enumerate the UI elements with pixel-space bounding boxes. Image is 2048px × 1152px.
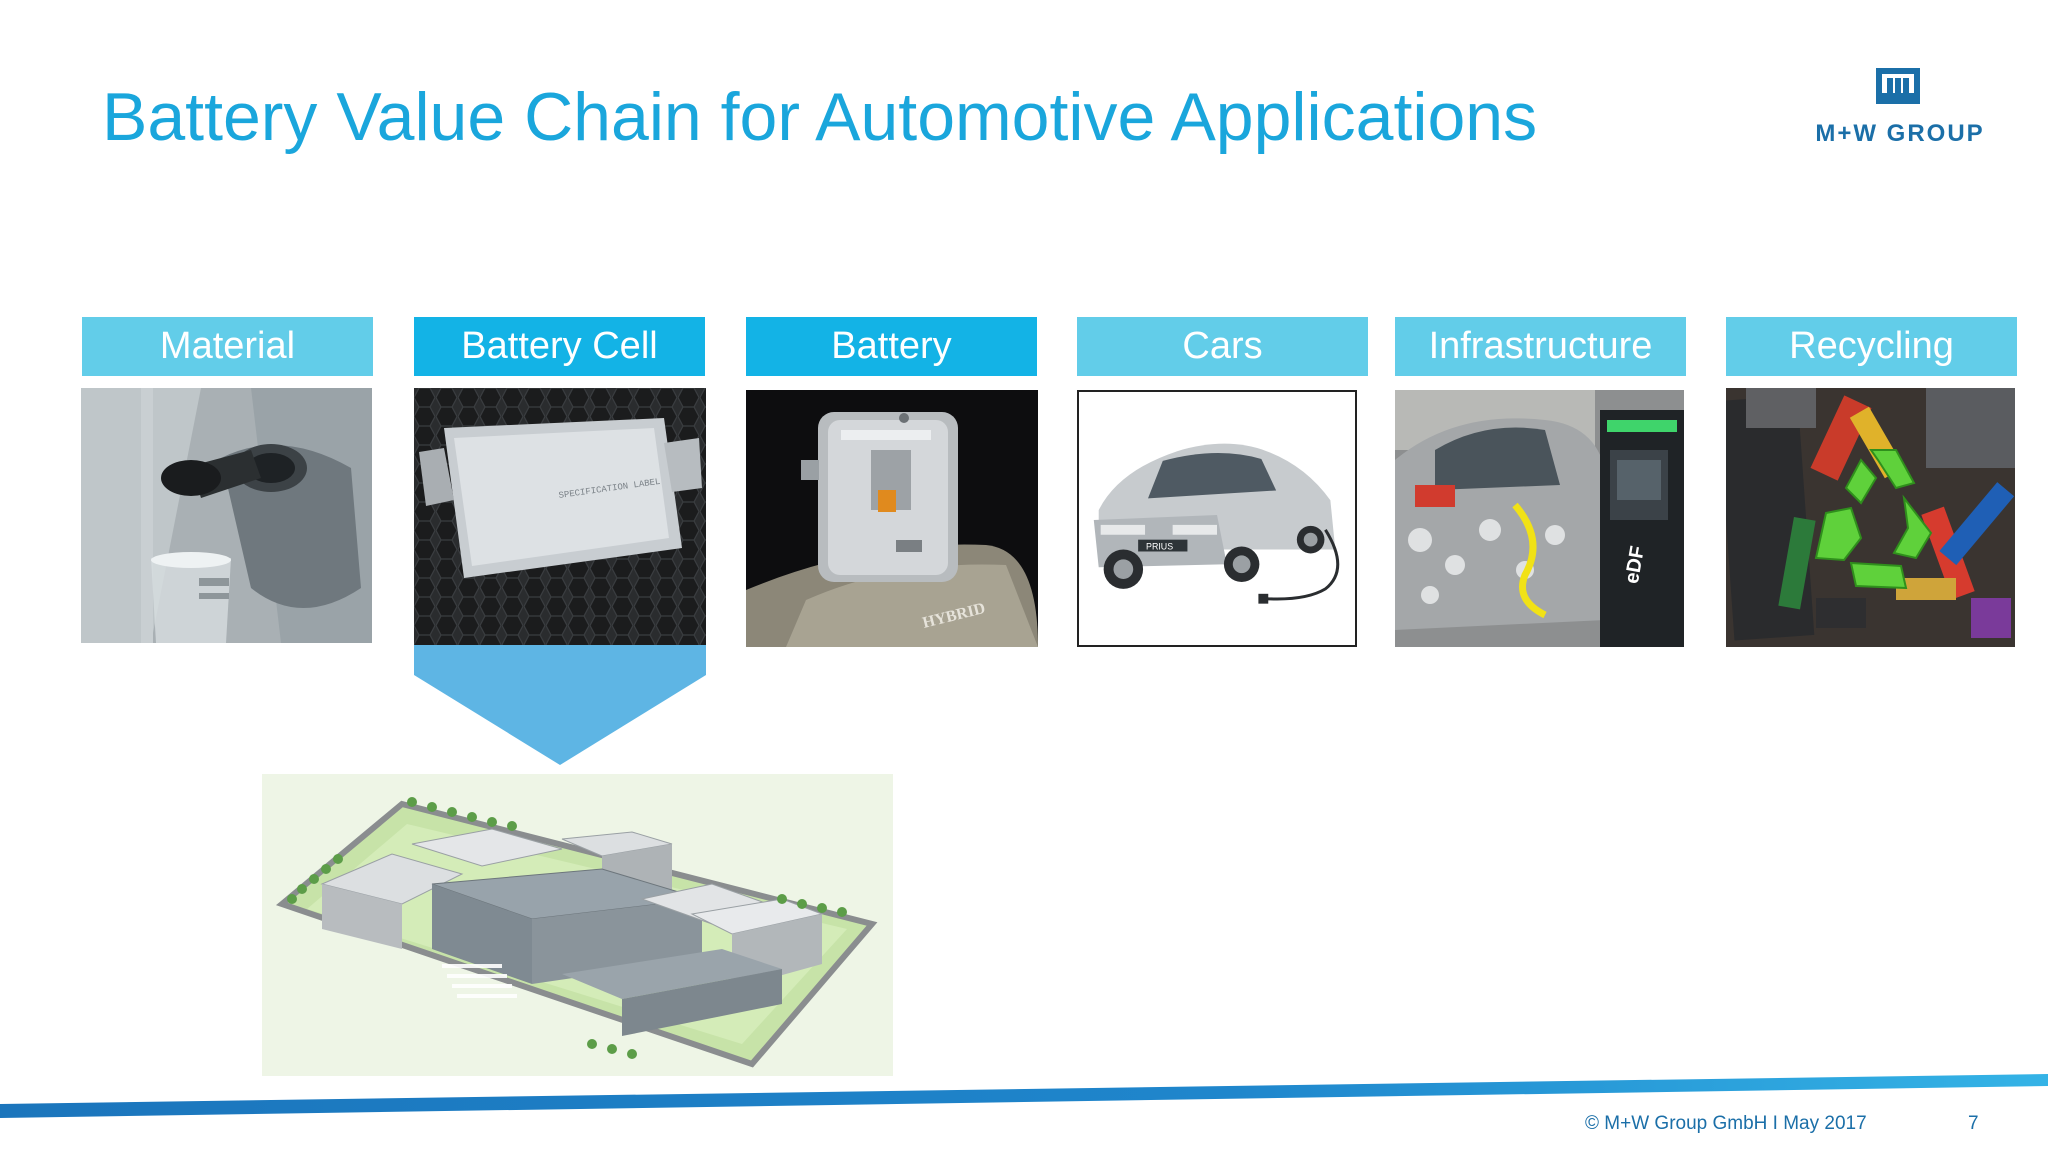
recycling-image (1726, 388, 2015, 647)
mw-logo-icon (1876, 68, 1920, 104)
battery-pack-image: HYBRID (746, 390, 1038, 647)
car-plate: PRIUS (1146, 542, 1173, 552)
stage-header-infrastructure: Infrastructure (1395, 317, 1686, 376)
stage-header-recycling: Recycling (1726, 317, 2017, 376)
slide-title: Battery Value Chain for Automotive Appli… (102, 79, 1538, 155)
down-arrow-icon (414, 645, 706, 765)
mw-group-logo: M+W GROUP (1800, 68, 2000, 148)
battery-cell-image: SPECIFICATION LABEL (414, 388, 706, 645)
stage-header-cars: Cars (1077, 317, 1368, 376)
stage-header-material: Material (82, 317, 373, 376)
copyright-footer: © M+W Group GmbH I May 2017 (1585, 1113, 1867, 1134)
car-image: PRIUS (1077, 390, 1357, 647)
footer-band (0, 1074, 2048, 1118)
stage-header-battery: Battery (746, 317, 1037, 376)
factory-rendering-image (262, 774, 893, 1076)
stage-header-battery-cell: Battery Cell (414, 317, 705, 376)
page-number: 7 (1968, 1113, 1979, 1134)
recycle-icon (1814, 449, 1933, 590)
material-image (81, 388, 372, 643)
charging-station-image: eDF (1395, 390, 1684, 647)
logo-text: M+W GROUP (1815, 120, 1985, 147)
